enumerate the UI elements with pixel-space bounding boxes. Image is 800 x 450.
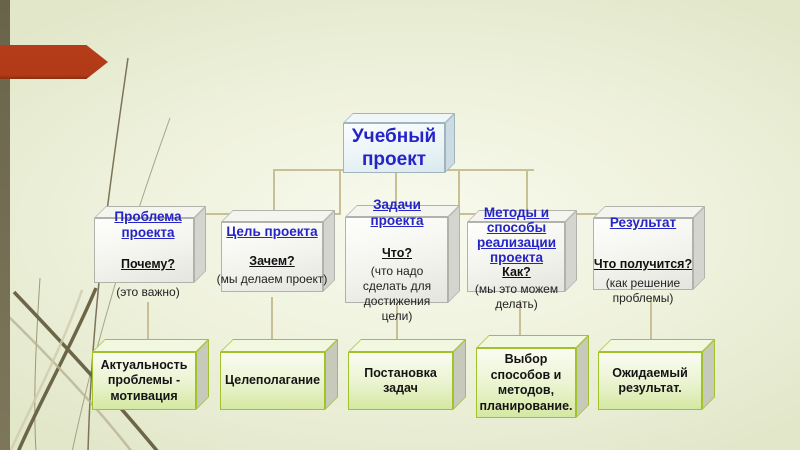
- root-node-label: Учебный проект: [351, 126, 437, 170]
- problem-node-text: Проблема проекта Почему? (это важно): [88, 209, 208, 300]
- problem-node-box: [94, 206, 206, 283]
- box-side-face: [576, 335, 589, 418]
- node-question: Как?: [502, 265, 531, 279]
- stage-label: Ожидаемый результат.: [612, 365, 688, 396]
- goal-node-box: [221, 210, 335, 292]
- root-node: Учебный проект: [343, 113, 455, 173]
- connector-line: [147, 302, 149, 352]
- result-node-text: Результат Что получится? (как решение пр…: [588, 215, 698, 306]
- box-top-face: [476, 335, 589, 348]
- root-node-face: Учебный проект: [343, 123, 445, 173]
- stage-box-planning: Выбор способов и методов, планирование.: [476, 335, 589, 418]
- root-node-top-face: [343, 113, 455, 123]
- tasks-node-text: Задачи проекта Что? (что надо сделать дл…: [347, 197, 447, 324]
- box-face: Актуальность проблемы - мотивация: [92, 352, 196, 410]
- root-node-side-face: [445, 113, 455, 173]
- connector-line: [339, 169, 341, 215]
- node-note: (мы делаем проект): [216, 272, 328, 286]
- node-question: Почему?: [120, 257, 176, 271]
- box-face: [221, 222, 323, 292]
- node-note: (мы это можем делать): [474, 282, 559, 311]
- connector-line: [519, 300, 521, 348]
- box-top-face: [92, 339, 209, 352]
- tasks-node-box: [345, 205, 460, 303]
- box-face: Целеполагание: [220, 352, 325, 410]
- goal-node-text: Цель проекта Зачем? (мы делаем проект): [212, 224, 332, 287]
- left-accent-bar: [0, 0, 10, 450]
- node-note: (это важно): [116, 285, 180, 299]
- node-title: Задачи проекта: [370, 197, 424, 228]
- stage-label: Выбор способов и методов, планирование.: [479, 352, 573, 413]
- connector-line: [395, 169, 397, 218]
- box-face: Ожидаемый результат.: [598, 352, 702, 410]
- node-title: Цель проекта: [226, 224, 318, 239]
- node-question: Зачем?: [249, 254, 295, 268]
- box-face: [467, 222, 565, 292]
- stage-box-task-setting: Постановка задач: [348, 339, 466, 410]
- result-node-box: [593, 206, 705, 290]
- red-arrow-decoration: [0, 45, 108, 79]
- box-face: [94, 218, 194, 283]
- box-top-face: [348, 339, 466, 352]
- box-side-face: [448, 205, 460, 303]
- stage-box-expected-result: Ожидаемый результат.: [598, 339, 715, 410]
- node-question: Что получится?: [593, 257, 693, 271]
- methods-node-text: Методы и способы реализации проекта Как?…: [464, 205, 569, 312]
- node-note: (что надо сделать для достижения цели): [362, 264, 432, 323]
- box-face: Постановка задач: [348, 352, 453, 410]
- box-top-face: [220, 339, 338, 352]
- connector-line: [650, 298, 652, 352]
- stage-box-motivation: Актуальность проблемы - мотивация: [92, 339, 209, 410]
- methods-node-box: [467, 210, 577, 292]
- box-face: [593, 218, 693, 290]
- box-top-face: [598, 339, 715, 352]
- box-face: Выбор способов и методов, планирование.: [476, 348, 576, 418]
- connector-line: [273, 169, 275, 223]
- node-title: Результат: [609, 215, 677, 230]
- node-note: (как решение проблемы): [605, 276, 681, 305]
- connector-line: [271, 297, 273, 352]
- node-title: Проблема проекта: [114, 209, 182, 240]
- box-face: [345, 217, 448, 303]
- stage-label: Актуальность проблемы - мотивация: [100, 357, 188, 403]
- node-question: Что?: [381, 246, 412, 260]
- node-title: Методы и способы реализации проекта: [476, 205, 557, 265]
- connector-line: [396, 300, 398, 352]
- connector-line: [458, 169, 460, 215]
- connector-line: [526, 169, 528, 223]
- box-top-face: [221, 210, 335, 222]
- stage-label: Целеполагание: [224, 373, 321, 388]
- stage-label: Постановка задач: [364, 365, 437, 396]
- stage-box-goal-setting: Целеполагание: [220, 339, 338, 410]
